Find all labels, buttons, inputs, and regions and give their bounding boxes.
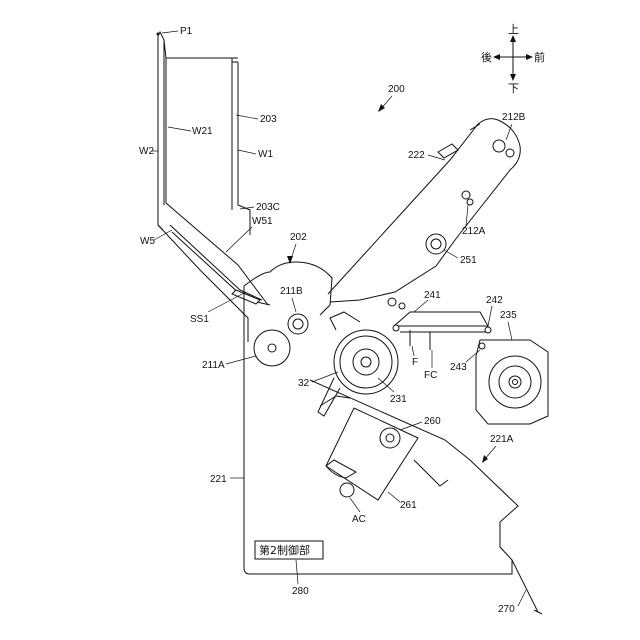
label-270: 270	[498, 604, 515, 615]
label-211a: 211A	[202, 360, 225, 371]
label-212b: 212B	[502, 112, 526, 123]
label-202: 202	[290, 232, 307, 243]
label-243: 243	[450, 362, 467, 373]
label-280: 280	[292, 586, 309, 597]
label-w1: W1	[258, 149, 273, 160]
label-w2: W2	[139, 146, 154, 157]
label-231: 231	[390, 394, 407, 405]
label-241: 241	[424, 290, 441, 301]
guide-plate	[393, 312, 491, 350]
label-200: 200	[388, 84, 405, 95]
main-frame	[244, 262, 518, 574]
label-w5: W5	[140, 236, 155, 247]
label-235: 235	[500, 310, 517, 321]
label-203: 203	[260, 114, 277, 125]
label-221: 221	[210, 474, 227, 485]
label-203c: 203C	[256, 202, 280, 213]
label-212a: 212A	[462, 226, 486, 237]
hopper-chute	[157, 32, 271, 342]
compass-up: 上	[508, 23, 519, 36]
label-ss1: SS1	[190, 314, 209, 325]
label-260: 260	[424, 416, 441, 427]
label-242: 242	[486, 295, 503, 306]
label-w51: W51	[252, 216, 273, 227]
label-222: 222	[408, 150, 425, 161]
label-221a: 221A	[490, 434, 514, 445]
upper-arm-222	[328, 119, 520, 302]
compass-front: 前	[534, 50, 545, 64]
compass-down: 下	[508, 82, 519, 95]
label-32: 32	[298, 378, 310, 389]
label-w21: W21	[192, 126, 213, 137]
label-ac: AC	[352, 514, 366, 525]
roll-235	[476, 340, 548, 424]
direction-compass: 上 下 後 前	[481, 23, 545, 95]
label-251: 251	[460, 255, 477, 266]
control-unit-label: 第2制御部	[259, 543, 310, 557]
label-261: 261	[400, 500, 417, 511]
roll-231	[318, 312, 398, 416]
label-fc: FC	[424, 370, 437, 381]
label-f: F	[412, 357, 418, 368]
label-p1: P1	[180, 26, 193, 37]
compass-back: 後	[481, 50, 492, 64]
label-211b: 211B	[280, 286, 303, 297]
